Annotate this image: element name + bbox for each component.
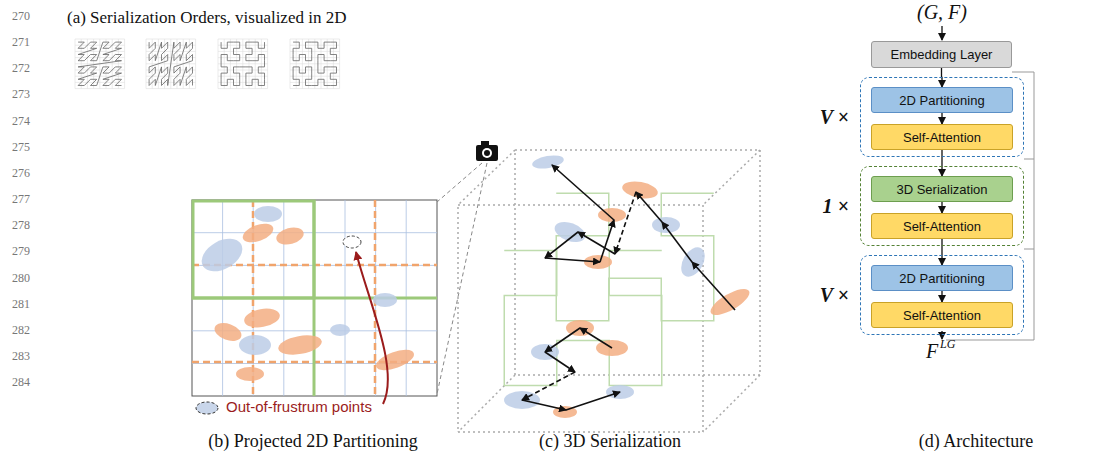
repeat-group: V ×2D PartitioningSelf-Attention xyxy=(860,77,1024,157)
gaussians-3d xyxy=(504,153,753,418)
window-partition xyxy=(192,200,437,396)
layer-box: Self-Attention xyxy=(871,124,1013,150)
layer-name: 3D Serialization xyxy=(896,182,987,197)
layer-box: 2D Partitioning xyxy=(871,265,1013,291)
layer-box: 2D Partitioning xyxy=(871,87,1013,113)
layer-name: Self-Attention xyxy=(903,219,981,234)
caption-label: Out-of-frustrum points xyxy=(226,398,372,415)
out-point xyxy=(343,236,361,248)
layer-name: Embedding Layer xyxy=(891,47,993,62)
line-number: 284 xyxy=(12,375,30,390)
line-number: 270 xyxy=(12,9,30,24)
repeat-count: V × xyxy=(820,284,849,307)
repeat-count: V × xyxy=(820,106,849,129)
caption-label: LG xyxy=(940,337,955,352)
layer-name: 2D Partitioning xyxy=(899,271,984,286)
line-number: 276 xyxy=(12,166,30,181)
flow-arrow xyxy=(941,291,942,302)
line-number: 283 xyxy=(12,349,30,364)
red-arrow xyxy=(356,252,388,404)
flow-arrow xyxy=(941,113,942,124)
partition-frame xyxy=(192,200,437,396)
line-number: 281 xyxy=(12,297,30,312)
line-number: 279 xyxy=(12,244,30,259)
pixel-grid xyxy=(192,200,437,396)
line-number: 273 xyxy=(12,87,30,102)
line-number: 278 xyxy=(12,218,30,233)
line-number: 272 xyxy=(12,61,30,76)
repeat-count: 1 × xyxy=(823,195,849,218)
cube xyxy=(458,150,760,432)
line-number: 274 xyxy=(12,114,30,129)
layer-box: Self-Attention xyxy=(871,213,1013,239)
legend-point xyxy=(196,402,218,414)
repeat-group: V ×2D PartitioningSelf-Attention xyxy=(860,255,1024,335)
shifted-partition xyxy=(192,200,437,396)
caption-label: (G, F) xyxy=(917,1,967,24)
layer-name: Self-Attention xyxy=(903,308,981,323)
serialization-curves xyxy=(75,39,340,89)
layer-name: Self-Attention xyxy=(903,130,981,145)
layer-box: 3D Serialization xyxy=(871,176,1013,202)
caption-label: (b) Projected 2D Partitioning xyxy=(208,431,417,452)
caption-label: (a) Serialization Orders, visualized in … xyxy=(67,8,346,28)
repeat-group: 1 ×3D SerializationSelf-Attention xyxy=(860,166,1024,246)
flow-arrow xyxy=(941,202,942,213)
line-number: 277 xyxy=(12,192,30,207)
layer-box: Embedding Layer xyxy=(871,41,1012,68)
caption-label: (c) 3D Serialization xyxy=(539,431,681,452)
line-number: 275 xyxy=(12,140,30,155)
caption-label: F xyxy=(926,340,938,363)
line-number: 280 xyxy=(12,271,30,286)
flow-arrow xyxy=(941,239,942,265)
flow-arrow xyxy=(941,150,942,176)
line-number: 282 xyxy=(12,323,30,338)
line-number: 271 xyxy=(12,35,30,50)
layer-box: Self-Attention xyxy=(871,302,1013,328)
layer-name: 2D Partitioning xyxy=(899,93,984,108)
caption-label: (d) Architecture xyxy=(919,431,1033,452)
camera-icon xyxy=(437,141,498,394)
serial-path xyxy=(522,165,735,410)
gaussians-2d xyxy=(196,206,417,381)
